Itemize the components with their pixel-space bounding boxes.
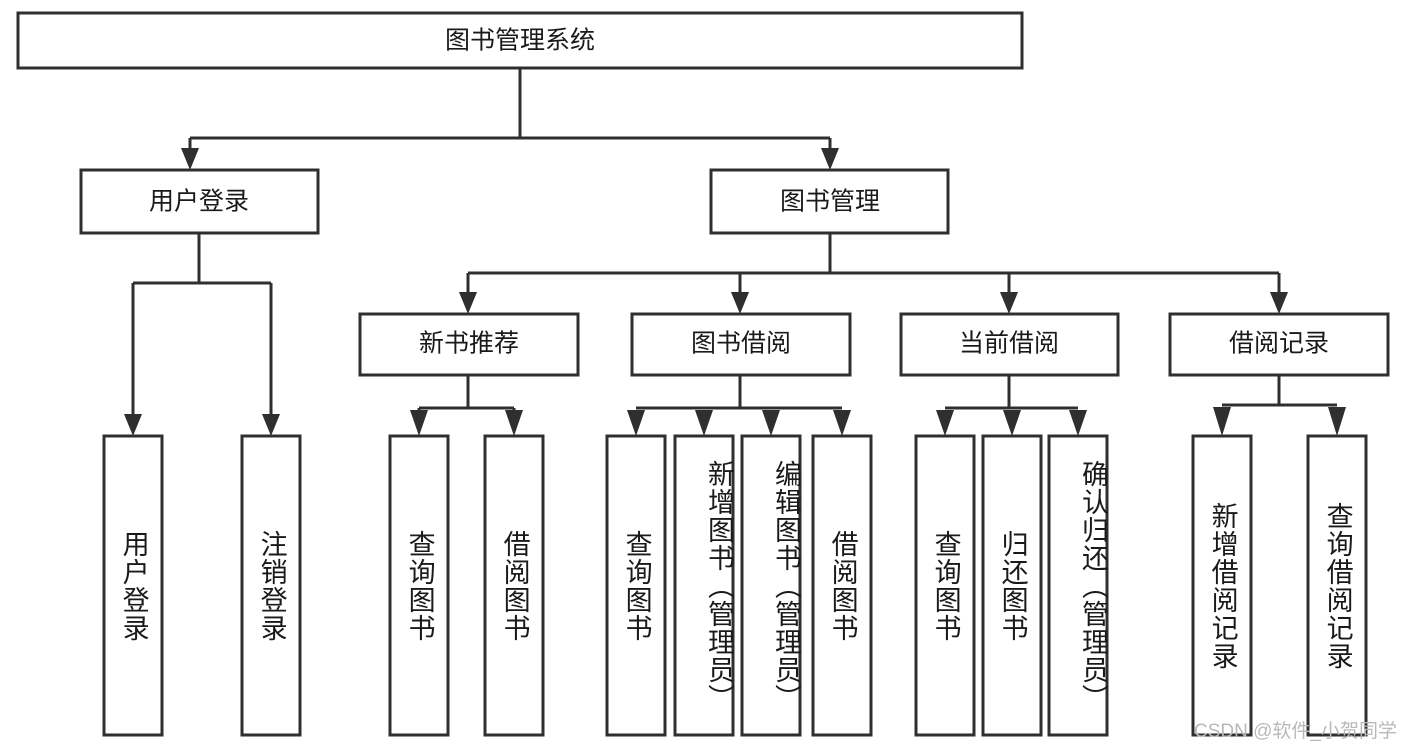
leaf-box-book-borrow-3[interactable] bbox=[740, 434, 802, 737]
node-borrow-record-label: 借阅记录 bbox=[1229, 330, 1329, 358]
connector-group-root bbox=[181, 68, 839, 170]
arrow-icon-to-new-book bbox=[459, 292, 477, 314]
arrow-icon-currentborrow-1 bbox=[936, 410, 954, 436]
node-user-login-box[interactable] bbox=[79, 168, 320, 235]
leaf-box-book-borrow-4[interactable] bbox=[811, 434, 873, 737]
node-root-label: 图书管理系统 bbox=[445, 27, 595, 55]
node-borrow-record-box[interactable] bbox=[1168, 312, 1390, 377]
arrow-icon-borrowrecord-1 bbox=[1213, 407, 1231, 436]
leaf-box-current-borrow-1[interactable] bbox=[914, 434, 976, 737]
arrow-icon-to-book-mgmt bbox=[821, 148, 839, 170]
arrow-icon-bookborrow-3 bbox=[762, 410, 780, 436]
arrow-icon-to-current-borrow bbox=[1000, 292, 1018, 314]
leaf-box-user-login-1[interactable] bbox=[102, 434, 164, 737]
node-current-borrow-box[interactable] bbox=[899, 312, 1120, 377]
arrow-icon-userlogin-2 bbox=[262, 414, 280, 436]
connector-group-borrow-record bbox=[1213, 375, 1346, 436]
node-current-borrow-label: 当前借阅 bbox=[959, 330, 1059, 358]
leaf-box-borrow-record-1[interactable] bbox=[1191, 434, 1253, 737]
leaf-box-borrow-record-2[interactable] bbox=[1306, 434, 1368, 737]
arrow-icon-newbook-1 bbox=[410, 410, 428, 436]
node-new-book-recommend-box[interactable] bbox=[358, 312, 580, 377]
leaf-box-new-book-1[interactable] bbox=[388, 434, 450, 737]
arrow-icon-currentborrow-2 bbox=[1003, 410, 1021, 436]
connector-group-book-mgmt bbox=[459, 233, 1288, 314]
node-root-box[interactable] bbox=[16, 11, 1024, 70]
node-book-borrow-box[interactable] bbox=[630, 312, 852, 377]
arrow-icon-bookborrow-2 bbox=[695, 410, 713, 436]
arrow-icon-currentborrow-3 bbox=[1069, 410, 1087, 436]
arrow-icon-bookborrow-4 bbox=[833, 410, 851, 436]
leaf-box-current-borrow-3[interactable] bbox=[1047, 434, 1109, 737]
arrow-icon-bookborrow-1 bbox=[627, 410, 645, 436]
arrow-icon-userlogin-1 bbox=[124, 414, 142, 436]
leaf-box-user-login-2[interactable] bbox=[240, 434, 302, 737]
node-new-book-recommend-label: 新书推荐 bbox=[419, 330, 519, 358]
node-user-login-label: 用户登录 bbox=[149, 188, 249, 216]
leaf-box-new-book-2[interactable] bbox=[483, 434, 545, 737]
arrow-icon-to-borrow-record bbox=[1270, 292, 1288, 314]
leaf-box-book-borrow-1[interactable] bbox=[605, 434, 667, 737]
arrow-icon-borrowrecord-2 bbox=[1328, 407, 1346, 436]
connector-group-new-book bbox=[410, 375, 523, 436]
connector-group-book-borrow bbox=[627, 375, 851, 436]
leaf-box-book-borrow-2[interactable] bbox=[673, 434, 735, 737]
arrow-icon-to-book-borrow bbox=[731, 292, 749, 314]
node-book-borrow-label: 图书借阅 bbox=[691, 330, 791, 358]
watermark-text: CSDN @软件_小贺同学 bbox=[1194, 721, 1397, 742]
connector-group-user-login bbox=[124, 233, 280, 436]
node-book-management-label: 图书管理 bbox=[780, 188, 880, 216]
node-book-management-box[interactable] bbox=[709, 168, 950, 235]
connector-group-current-borrow bbox=[936, 375, 1087, 436]
leaf-box-current-borrow-2[interactable] bbox=[981, 434, 1043, 737]
arrow-icon-newbook-2 bbox=[505, 410, 523, 436]
arrow-icon-to-user-login bbox=[181, 148, 199, 170]
